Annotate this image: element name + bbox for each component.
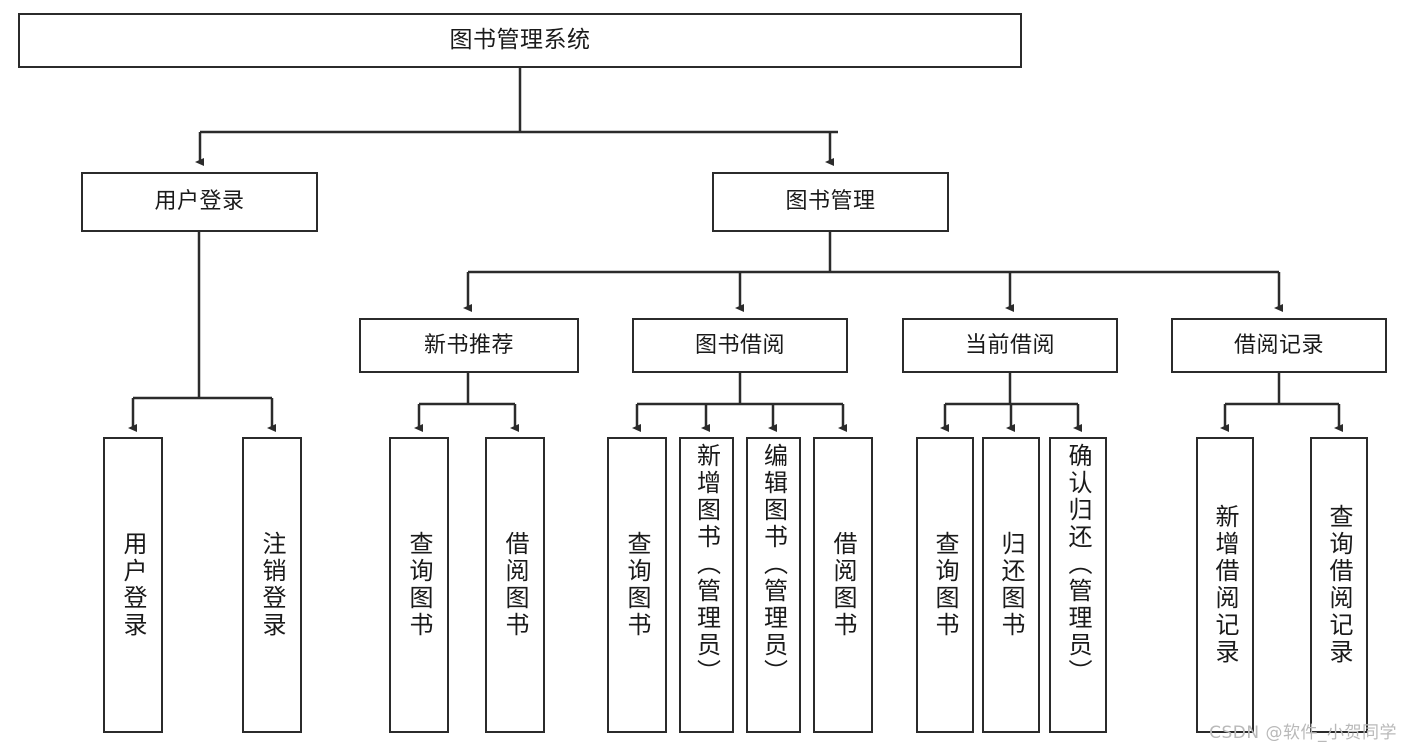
node-borrow-record-label: 借阅记录 [1233,332,1324,358]
node-leaf-confirm-return[interactable]: 确认归还（管理员） [1049,437,1107,733]
node-root-label: 图书管理系统 [449,27,591,53]
node-leaf-query-book-cur-label: 查询图书 [931,531,959,639]
node-book-borrow-label: 图书借阅 [694,332,785,358]
node-leaf-return-book-label: 归还图书 [997,531,1025,639]
node-user-login-label: 用户登录 [154,189,245,214]
node-leaf-user-login-label: 用户登录 [119,531,147,639]
watermark-text: CSDN @软件_小贺同学 [1209,723,1397,743]
node-leaf-add-book[interactable]: 新增图书（管理员） [679,437,734,733]
node-book-manage[interactable]: 图书管理 [712,172,949,232]
node-leaf-borrow-book-rec[interactable]: 借阅图书 [485,437,545,733]
node-user-login[interactable]: 用户登录 [81,172,318,232]
node-new-book-rec[interactable]: 新书推荐 [359,318,579,373]
node-leaf-query-record-label: 查询借阅记录 [1325,504,1353,666]
node-leaf-query-book-rec[interactable]: 查询图书 [389,437,449,733]
node-leaf-borrow-book-label: 借阅图书 [829,531,857,639]
node-leaf-query-book-rec-label: 查询图书 [405,531,433,639]
node-leaf-user-login[interactable]: 用户登录 [103,437,163,733]
node-book-manage-label: 图书管理 [785,189,876,214]
node-leaf-add-book-label: 新增图书（管理员） [692,443,721,686]
node-leaf-query-book-borrow[interactable]: 查询图书 [607,437,667,733]
node-current-borrow[interactable]: 当前借阅 [902,318,1118,373]
node-leaf-query-book-cur[interactable]: 查询图书 [916,437,974,733]
node-leaf-confirm-return-label: 确认归还（管理员） [1064,443,1092,686]
node-borrow-record[interactable]: 借阅记录 [1171,318,1387,373]
node-leaf-logout-label: 注销登录 [258,531,286,639]
node-leaf-query-record[interactable]: 查询借阅记录 [1310,437,1368,733]
node-leaf-edit-book[interactable]: 编辑图书（管理员） [746,437,801,733]
node-leaf-add-record[interactable]: 新增借阅记录 [1196,437,1254,733]
node-root[interactable]: 图书管理系统 [18,13,1022,68]
node-leaf-return-book[interactable]: 归还图书 [982,437,1040,733]
node-leaf-borrow-book-rec-label: 借阅图书 [501,531,529,639]
node-leaf-query-book-borrow-label: 查询图书 [623,531,651,639]
node-book-borrow[interactable]: 图书借阅 [632,318,848,373]
node-leaf-edit-book-label: 编辑图书（管理员） [759,443,788,686]
node-new-book-rec-label: 新书推荐 [423,332,514,358]
node-leaf-logout[interactable]: 注销登录 [242,437,302,733]
node-leaf-borrow-book[interactable]: 借阅图书 [813,437,873,733]
node-leaf-add-record-label: 新增借阅记录 [1211,504,1239,666]
node-current-borrow-label: 当前借阅 [964,332,1055,358]
